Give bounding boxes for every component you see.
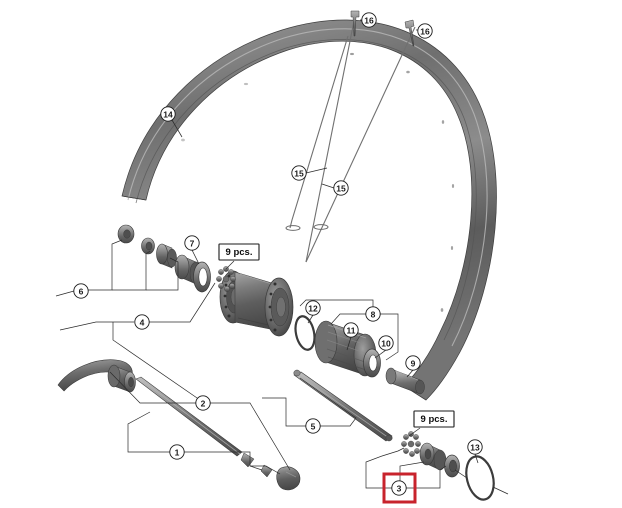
callout-15-second[interactable]: 15 xyxy=(333,180,349,196)
part-hub-axle xyxy=(293,369,393,442)
part-left-bearing-stack xyxy=(117,224,236,293)
part-spokes xyxy=(285,15,416,263)
callout-16[interactable]: 16 xyxy=(361,12,377,28)
callout-10[interactable]: 10 xyxy=(378,335,394,351)
callout-12[interactable]: 12 xyxy=(305,300,321,316)
quantity-label-right: 9 pcs. xyxy=(413,410,455,428)
callout-14[interactable]: 14 xyxy=(160,106,176,122)
callout-13[interactable]: 13 xyxy=(467,439,483,455)
callout-5[interactable]: 5 xyxy=(305,418,321,434)
callout-7[interactable]: 7 xyxy=(184,235,200,251)
callout-15[interactable]: 15 xyxy=(291,165,307,181)
part-quick-release xyxy=(57,359,301,491)
callout-6[interactable]: 6 xyxy=(73,283,89,299)
callout-11[interactable]: 11 xyxy=(343,322,359,338)
part-spoke-nipples xyxy=(350,10,415,47)
callout-2[interactable]: 2 xyxy=(195,395,211,411)
callout-3[interactable]: 3 xyxy=(391,480,407,496)
callout-8[interactable]: 8 xyxy=(365,306,381,322)
part-ball-retainer-left xyxy=(216,266,236,292)
part-ball-retainer-right xyxy=(401,431,421,457)
part-hub-shell xyxy=(219,270,294,337)
callout-16-second[interactable]: 16 xyxy=(417,23,433,39)
callout-9[interactable]: 9 xyxy=(405,355,421,371)
highlight-box-item-3 xyxy=(382,472,417,504)
quantity-label-left: 9 pcs. xyxy=(218,243,260,261)
part-rim xyxy=(121,19,497,401)
leader-lines xyxy=(55,19,509,495)
callout-1[interactable]: 1 xyxy=(169,444,185,460)
callout-4[interactable]: 4 xyxy=(134,314,150,330)
